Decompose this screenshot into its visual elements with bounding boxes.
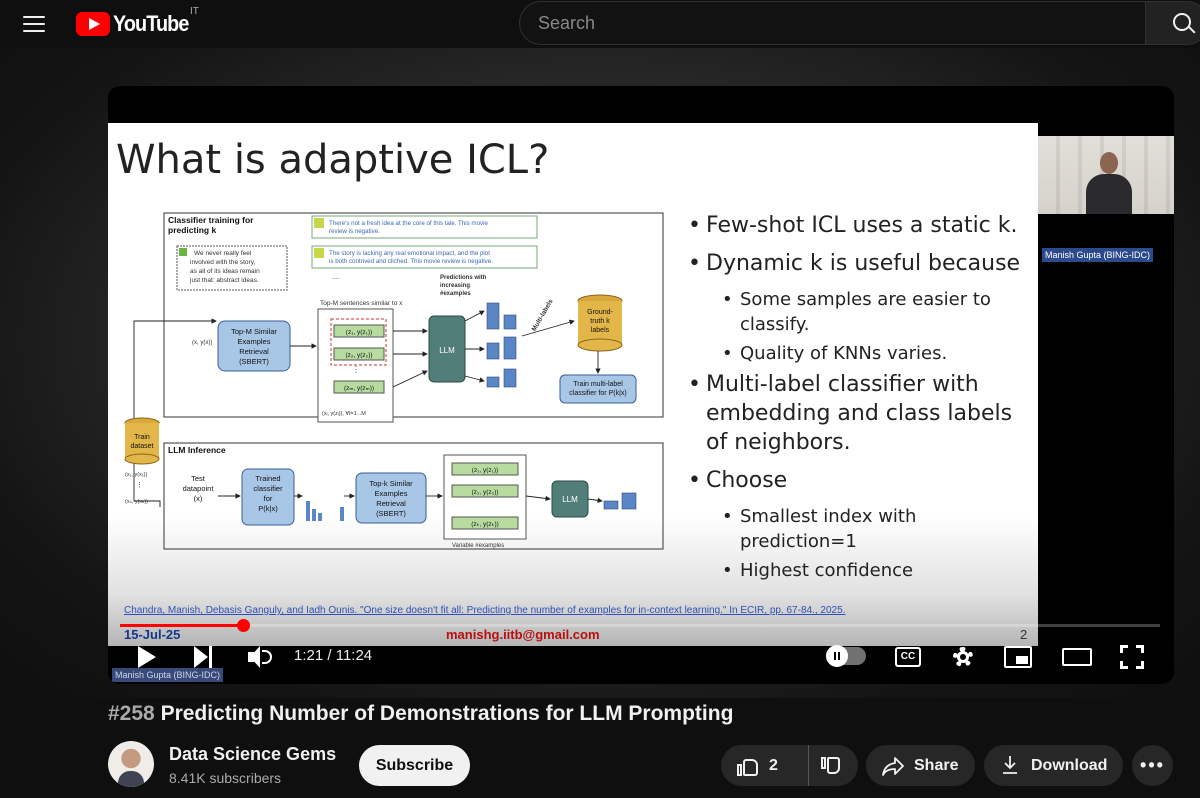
more-actions-icon[interactable]: ••• <box>1132 745 1173 786</box>
channel-name[interactable]: Data Science Gems <box>169 744 337 764</box>
svg-text:Variable #examples: Variable #examples <box>452 543 504 549</box>
bullet: Choose <box>688 466 1033 495</box>
logo-text: YouTube <box>113 11 189 36</box>
like-dislike-group: 2 <box>721 745 858 786</box>
slide-email: manishg.iitb@gmail.com <box>446 627 600 642</box>
youtube-logo[interactable]: YouTube <box>76 11 197 37</box>
like-button[interactable]: 2 <box>721 745 809 786</box>
presenter-name-tag: Manish Gupta (BING-IDC) <box>1042 248 1154 262</box>
progress-fill <box>120 624 243 627</box>
top-bar: YouTube IT <box>0 0 1200 48</box>
search-box <box>519 1 1145 45</box>
time-total: 11:24 <box>335 647 373 664</box>
presenter-name-tag-bottom: Manish Gupta (BING-IDC) <box>112 668 224 682</box>
svg-text:....: .... <box>332 274 340 281</box>
diagram-section-infer: LLM Inference <box>168 445 226 455</box>
share-icon <box>882 756 904 776</box>
miniplayer-icon[interactable] <box>1004 646 1032 668</box>
svg-text:(xᵢ, y(zᵢ)), ∀i=1...M: (xᵢ, y(zᵢ)), ∀i=1...M <box>322 410 366 417</box>
download-icon <box>1002 755 1018 775</box>
subscriber-count: 8.41K subscribers <box>169 770 282 786</box>
slide-date: 15-Jul-25 <box>124 627 181 642</box>
slide-bullets: Few-shot ICL uses a static k. Dynamic k … <box>688 211 1033 587</box>
svg-text:(zₘ, y(zₘ)): (zₘ, y(zₘ)) <box>344 385 374 392</box>
time-current: 1:21 <box>294 647 324 664</box>
bullet: Few-shot ICL uses a static k. <box>688 211 1033 240</box>
svg-text:The story is lacking any real: The story is lacking any real emotional … <box>329 250 493 265</box>
share-button[interactable]: Share <box>866 745 975 786</box>
thumbs-up-icon <box>737 756 759 776</box>
svg-text:(x, y(x)): (x, y(x)) <box>192 340 212 346</box>
sub-bullet: Quality of KNNs varies. <box>688 341 1033 366</box>
slide-citation: Chandra, Manish, Debasis Ganguly, and Ia… <box>124 605 846 616</box>
youtube-play-icon <box>76 12 110 36</box>
subscribe-button[interactable]: Subscribe <box>359 745 470 786</box>
video-hashtag[interactable]: #258 <box>108 702 155 725</box>
svg-text:(z₂, y(z₂)): (z₂, y(z₂)) <box>345 352 372 359</box>
search-button[interactable] <box>1145 1 1200 45</box>
gear-icon[interactable] <box>951 645 975 669</box>
presenter-webcam <box>1038 136 1174 214</box>
like-count: 2 <box>769 757 778 774</box>
play-icon[interactable] <box>138 646 156 668</box>
svg-text:(xₙ, y(xₙ)): (xₙ, y(xₙ)) <box>125 499 148 505</box>
svg-text:There's not a fresh idea at th: There's not a fresh idea at the core of … <box>329 220 488 235</box>
dislike-button[interactable] <box>809 745 857 786</box>
fullscreen-icon[interactable] <box>1120 645 1144 669</box>
theater-mode-icon[interactable] <box>1062 648 1092 666</box>
bullet: Multi-label classifier with embedding an… <box>688 370 1033 457</box>
sub-bullet: Highest confidence <box>688 558 1033 583</box>
share-label: Share <box>914 757 959 774</box>
svg-text:LLM: LLM <box>439 346 455 355</box>
slide-page-number: 2 <box>1020 627 1028 642</box>
svg-text:(z₁, y(z₁)): (z₁, y(z₁)) <box>346 329 372 336</box>
time-display: 1:21 / 11:24 <box>294 647 373 664</box>
svg-text:Top-M sentences similar to x: Top-M sentences similar to x <box>320 300 403 307</box>
video-player[interactable]: What is adaptive ICL? Classifier trainin… <box>108 86 1174 684</box>
slide-title: What is adaptive ICL? <box>116 137 550 183</box>
svg-text:⋮: ⋮ <box>136 482 143 489</box>
video-title: #258 Predicting Number of Demonstrations… <box>108 702 733 726</box>
bullet: Dynamic k is useful because <box>688 249 1033 278</box>
svg-text:(z₁, y(z₁)): (z₁, y(z₁)) <box>472 467 498 474</box>
search-icon <box>1173 13 1191 31</box>
download-label: Download <box>1031 757 1108 774</box>
search-input[interactable] <box>520 2 1145 44</box>
captions-button[interactable]: CC <box>895 647 921 667</box>
scrubber-handle[interactable] <box>237 619 250 632</box>
video-frame-slide: What is adaptive ICL? Classifier trainin… <box>108 123 1038 646</box>
svg-text:(z₂, y(z₂)): (z₂, y(z₂)) <box>471 489 498 496</box>
menu-icon[interactable] <box>14 8 54 40</box>
avatar[interactable] <box>108 741 154 787</box>
country-code: IT <box>190 6 199 17</box>
download-button[interactable]: Download <box>984 745 1123 786</box>
svg-text:LLM: LLM <box>562 495 578 504</box>
next-icon[interactable] <box>194 646 214 668</box>
svg-text:(x₁, y(x₁)): (x₁, y(x₁)) <box>125 472 148 478</box>
video-title-text: Predicting Number of Demonstrations for … <box>160 702 734 725</box>
sub-bullet: Some samples are easier to classify. <box>688 287 1033 337</box>
sub-bullet: Smallest index with prediction=1 <box>688 504 1033 554</box>
svg-text:⋮: ⋮ <box>352 365 360 374</box>
progress-bar[interactable] <box>120 619 1160 632</box>
autoplay-toggle[interactable] <box>826 645 866 667</box>
pause-icon <box>826 645 848 667</box>
volume-icon[interactable] <box>248 646 276 668</box>
svg-text:(zₖ, y(zₖ)): (zₖ, y(zₖ)) <box>471 521 499 528</box>
